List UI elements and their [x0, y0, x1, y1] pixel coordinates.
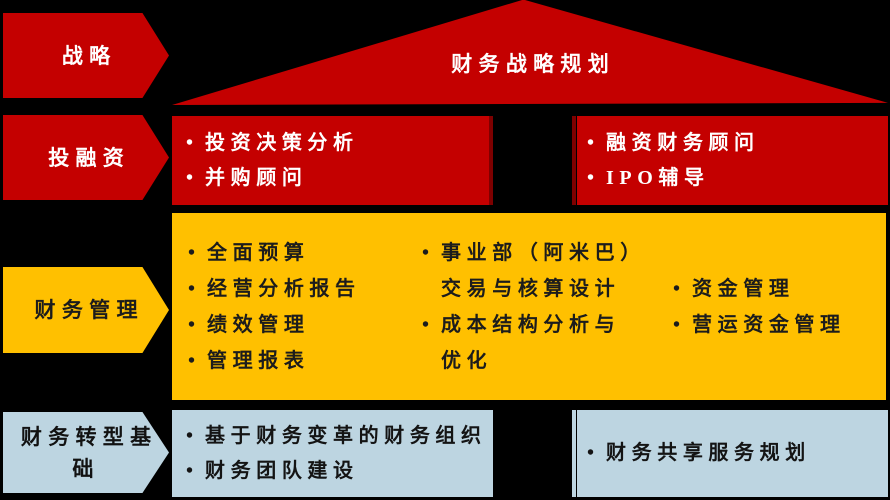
strategy-arrow: 战略 [3, 13, 169, 98]
investment-right-box: 融资财务顾问 IPO辅导 [577, 116, 888, 205]
box-edge-strip [489, 410, 493, 497]
box-edge-strip [572, 116, 576, 205]
finance-box: 全面预算 经营分析报告 绩效管理 管理报表 事业部（阿米巴） 交易与核算设计 成… [172, 213, 886, 400]
transformation-arrow-label: 财务转型基 础 [20, 424, 158, 481]
box-edge-strip [489, 116, 493, 205]
bullet-item: 营运资金管理 [673, 307, 846, 343]
transformation-right-box: 财务共享服务规划 [577, 410, 888, 497]
transformation-left-box: 基于财务变革的财务组织 财务团队建设 [172, 410, 489, 497]
bullet-item: 事业部（阿米巴） 交易与核算设计 [422, 235, 646, 307]
bullet-item: 财务共享服务规划 [587, 436, 888, 471]
investment-arrow: 投融资 [3, 115, 169, 200]
bullet-item: 财务团队建设 [186, 454, 489, 489]
transformation-arrow: 财务转型基 础 [3, 412, 169, 493]
finance-col-2: 事业部（阿米巴） 交易与核算设计 成本结构分析与 优化 [422, 213, 646, 400]
finance-col-1: 全面预算 经营分析报告 绩效管理 管理报表 [188, 213, 361, 400]
bullet-item: 管理报表 [188, 343, 361, 379]
bullet-item: 成本结构分析与 优化 [422, 307, 646, 379]
finance-col-3: 资金管理 营运资金管理 [673, 213, 846, 400]
box-edge-strip [572, 410, 576, 497]
financial-strategy-roof: 财务战略规划 [172, 0, 888, 105]
strategy-arrow-label: 战略 [61, 43, 117, 68]
bullet-item: 融资财务顾问 [587, 126, 888, 161]
bullet-item: 并购顾问 [186, 161, 489, 196]
roof-title: 财务战略规划 [451, 51, 616, 76]
bullet-item: IPO辅导 [587, 161, 888, 196]
bullet-item: 资金管理 [673, 271, 846, 307]
bullet-item: 投资决策分析 [186, 126, 489, 161]
bullet-item: 全面预算 [188, 235, 361, 271]
finance-arrow-label: 财务管理 [34, 298, 144, 322]
bullet-item: 经营分析报告 [188, 271, 361, 307]
investment-arrow-label: 投融资 [48, 145, 131, 170]
investment-left-box: 投资决策分析 并购顾问 [172, 116, 489, 205]
bullet-item: 绩效管理 [188, 307, 361, 343]
bullet-item: 基于财务变革的财务组织 [186, 419, 489, 454]
finance-arrow: 财务管理 [3, 267, 169, 353]
